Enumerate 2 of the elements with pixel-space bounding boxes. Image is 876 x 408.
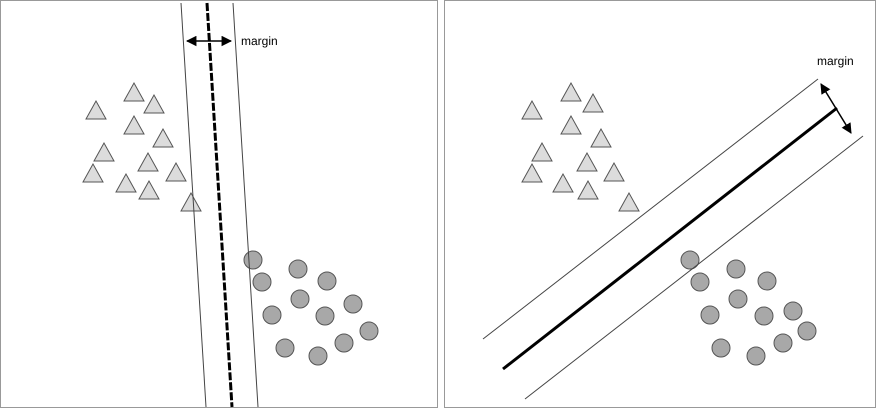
margin-label: margin bbox=[241, 35, 278, 47]
margin-label: margin bbox=[817, 55, 854, 67]
